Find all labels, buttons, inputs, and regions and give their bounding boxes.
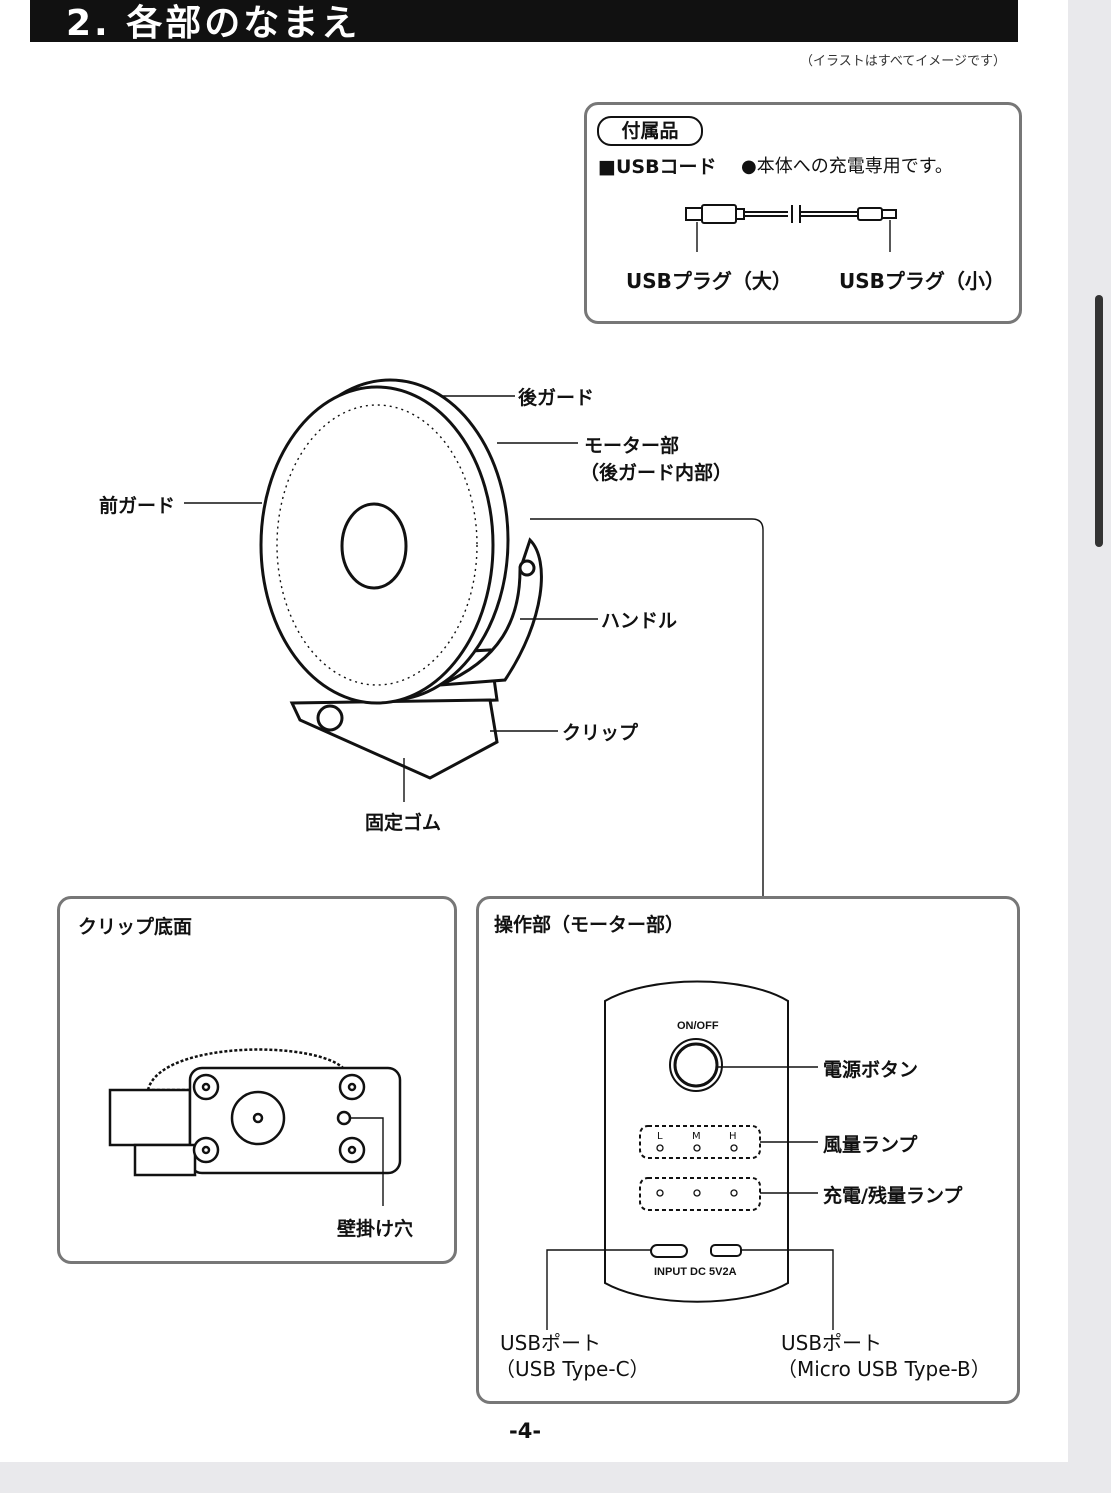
usb-micro-port-label: USBポート bbox=[781, 1331, 883, 1355]
usb-cord-desc: ●本体への充電専用です。 bbox=[741, 156, 953, 177]
rear-guard-label: 後ガード bbox=[518, 387, 595, 409]
lamp-h-label: H bbox=[729, 1131, 737, 1142]
usb-cord-icon bbox=[685, 204, 897, 252]
usb-cord-label: ■USBコード bbox=[598, 156, 717, 178]
input-spec-label: INPUT DC 5V2A bbox=[654, 1266, 737, 1278]
fan-icon bbox=[259, 378, 543, 780]
handle-label: ハンドル bbox=[601, 610, 678, 632]
lamp-m-label: M bbox=[692, 1131, 701, 1142]
on-off-label: ON/OFF bbox=[677, 1020, 719, 1032]
clip-bottom-icon bbox=[108, 1048, 402, 1177]
motor-label: モーター部 bbox=[584, 435, 680, 457]
usb-plug-large-label: USBプラグ（大） bbox=[626, 269, 792, 293]
accessories-badge: 付属品 bbox=[597, 116, 703, 146]
usb-plug-small-label: USBプラグ（小） bbox=[839, 269, 1005, 293]
wind-lamp-label: 風量ランプ bbox=[823, 1134, 918, 1156]
scrollbar-thumb[interactable] bbox=[1095, 295, 1103, 547]
page-number: -4- bbox=[509, 1419, 542, 1443]
lamp-l-label: L bbox=[657, 1131, 663, 1142]
section-title-bar: 2. 各部のなまえ bbox=[30, 0, 1018, 44]
clip-label: クリップ bbox=[562, 722, 639, 744]
power-button-label: 電源ボタン bbox=[823, 1059, 919, 1081]
leader-lines bbox=[184, 395, 834, 1330]
wall-hole-label: 壁掛け穴 bbox=[337, 1218, 414, 1240]
usb-c-port-type: （USB Type-C） bbox=[495, 1357, 650, 1381]
illustrations bbox=[108, 204, 897, 1330]
usb-micro-port-type: （Micro USB Type-B） bbox=[777, 1357, 991, 1381]
manual-page: 2. 各部のなまえ （イラストはすべてイメージです） 付属品 ■USBコード ●… bbox=[0, 0, 1068, 1462]
front-guard-label: 前ガード bbox=[99, 495, 176, 517]
motor-note-label: （後ガード内部） bbox=[580, 462, 733, 484]
section-title: 2. 各部のなまえ bbox=[66, 3, 361, 44]
usb-c-port-label: USBポート bbox=[500, 1331, 602, 1355]
control-panel-title: 操作部（モーター部） bbox=[494, 914, 685, 936]
clip-bottom-title: クリップ底面 bbox=[78, 916, 193, 938]
illustration-note: （イラストはすべてイメージです） bbox=[800, 54, 1007, 69]
rubber-label: 固定ゴム bbox=[365, 812, 442, 834]
charge-lamp-label: 充電/残量ランプ bbox=[823, 1185, 963, 1207]
